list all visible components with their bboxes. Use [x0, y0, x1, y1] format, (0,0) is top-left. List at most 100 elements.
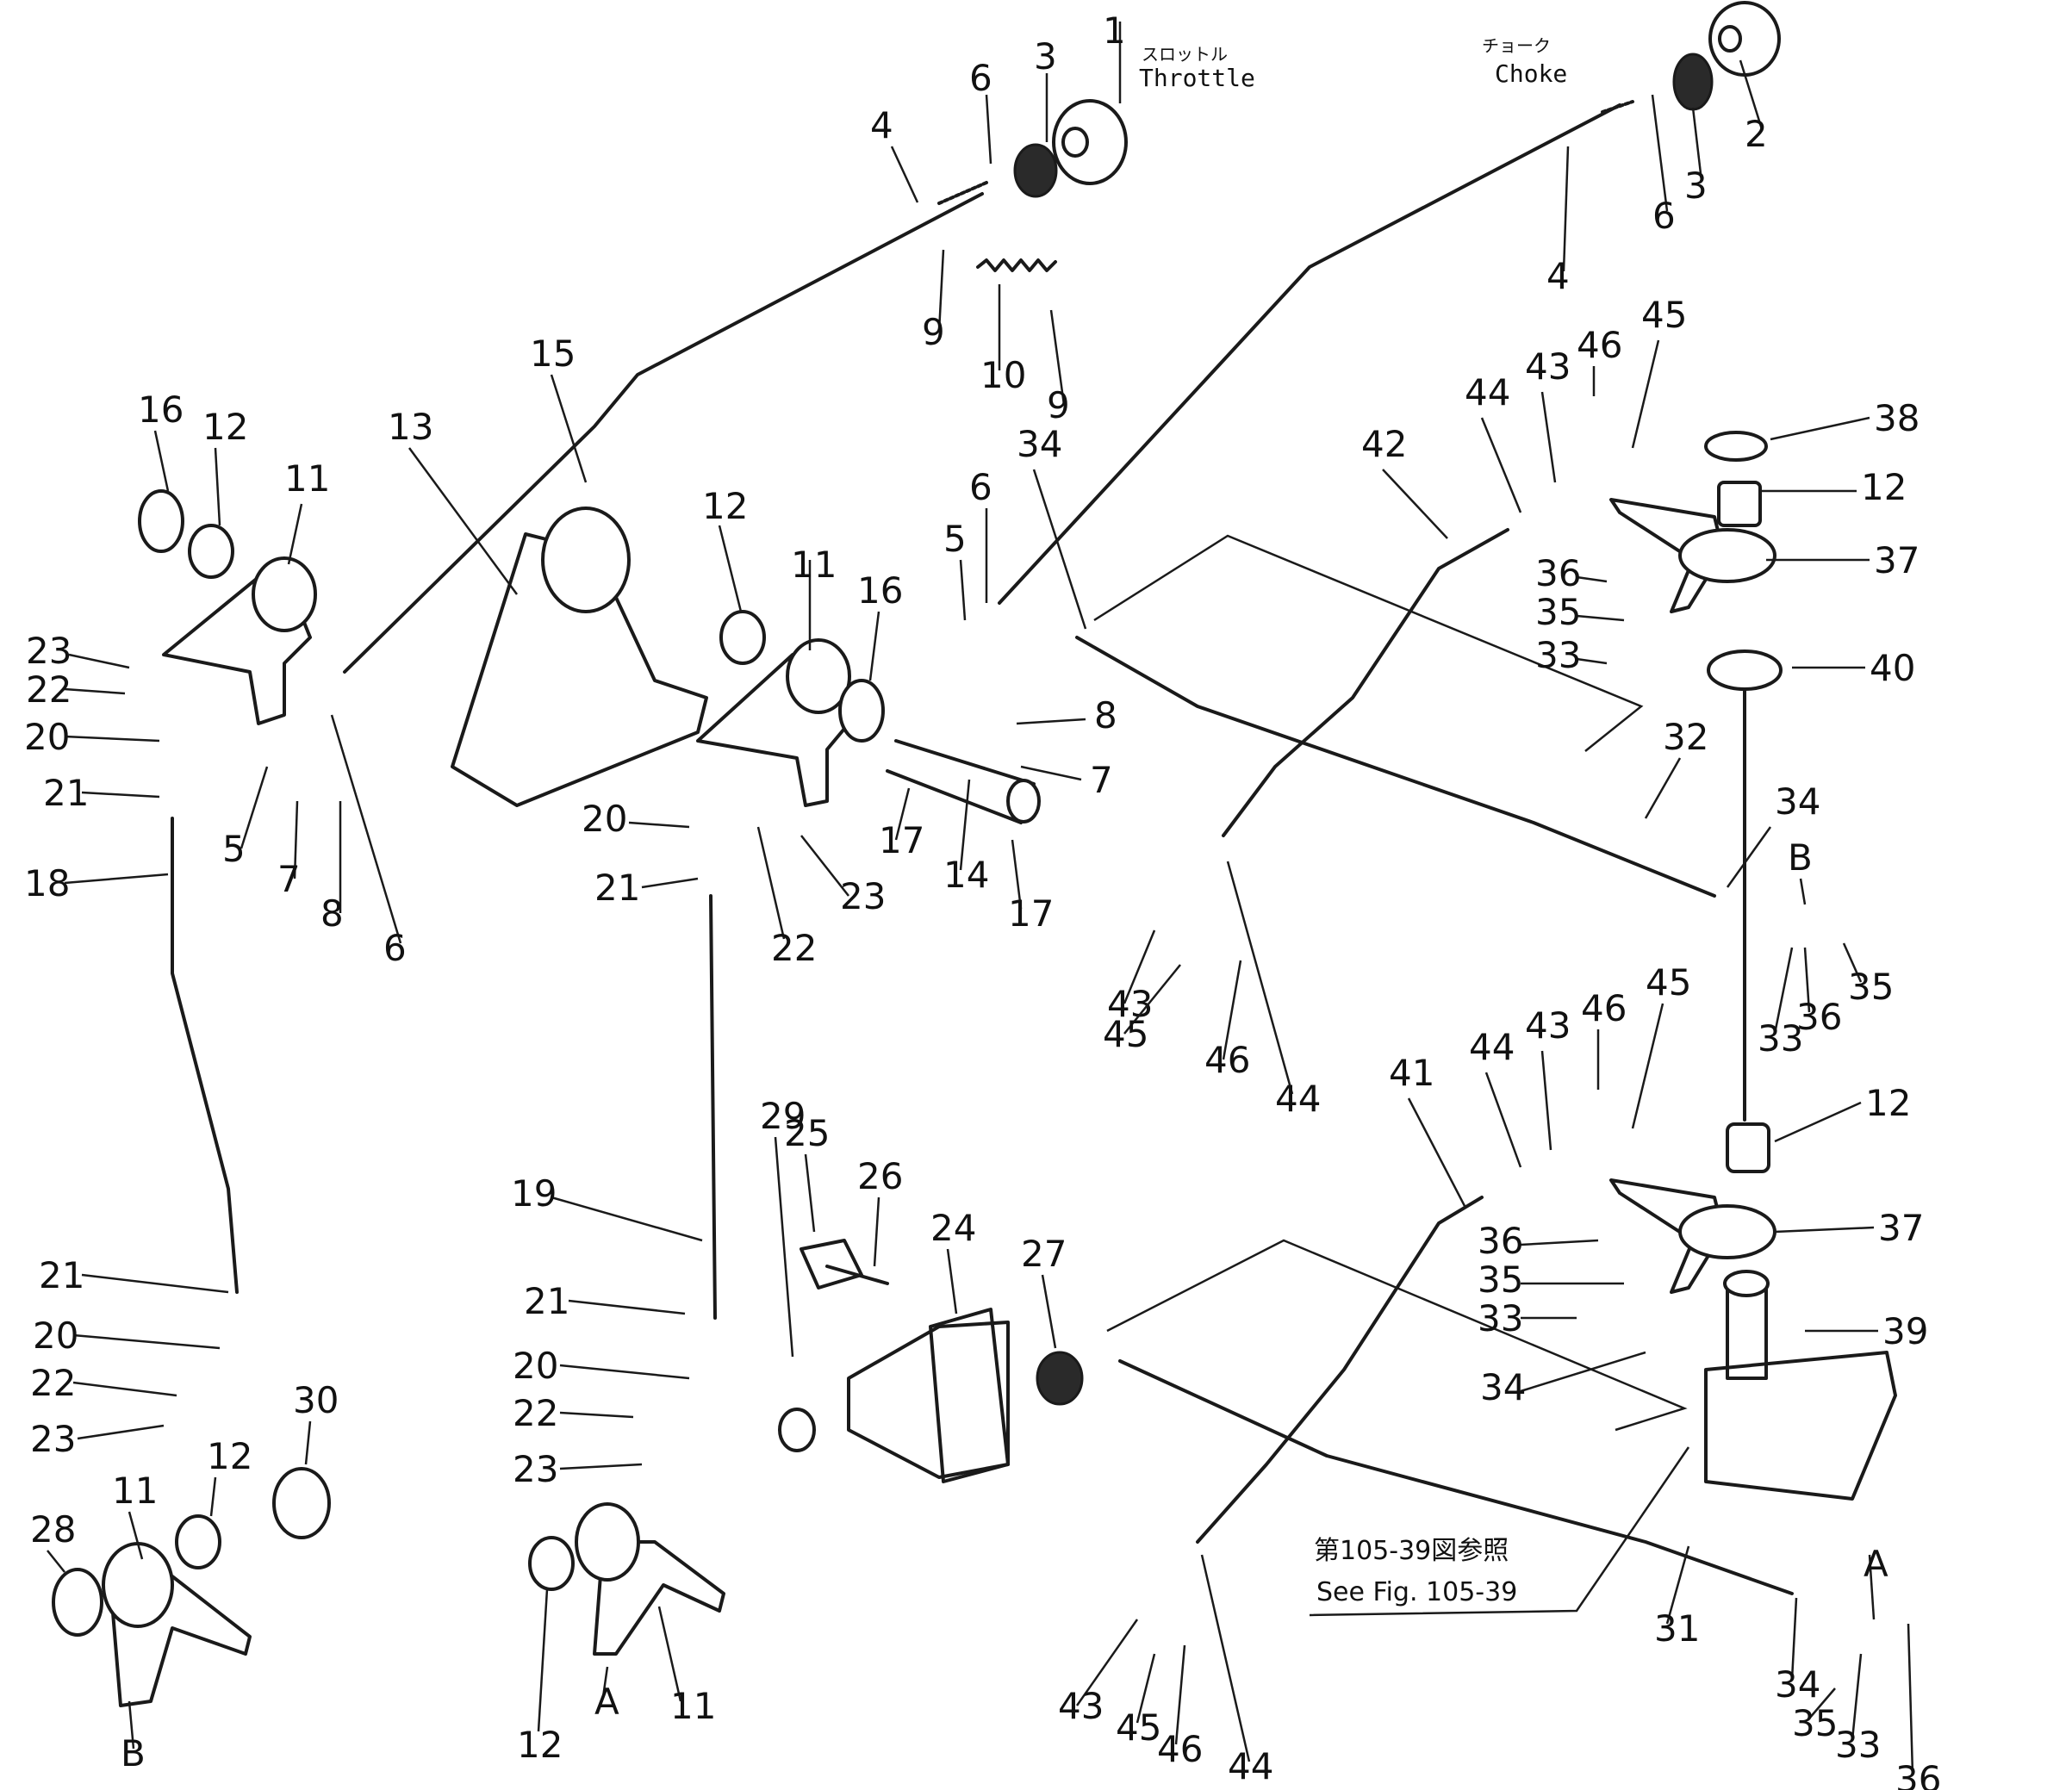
callout-c42: 42 [1361, 423, 1448, 539]
shaft-end [1006, 779, 1041, 824]
callout-number: 21 [39, 1254, 84, 1296]
callout-cBb: B [1788, 836, 1813, 905]
callout-number: 43 [1058, 1685, 1104, 1727]
callout-number: 7 [1090, 759, 1113, 801]
callout-c35a: 35 [1535, 591, 1625, 633]
callout-c28: 28 [30, 1508, 76, 1573]
callout-c11d: 11 [657, 1606, 716, 1727]
callout-c35c: 35 [1478, 1259, 1624, 1301]
callout-c36b: 36 [1796, 947, 1842, 1038]
callout-number: 46 [1581, 987, 1627, 1029]
callout-number: 20 [24, 716, 70, 758]
callout-leader [1799, 878, 1807, 905]
throttle-label-en: Throttle [1139, 64, 1255, 92]
callout-number: 22 [30, 1362, 76, 1404]
callout-number: 38 [1874, 397, 1920, 439]
callout-number: 30 [293, 1379, 339, 1421]
callout-leader [985, 94, 992, 165]
callout-c14: 14 [943, 779, 989, 896]
callout-c3a: 3 [1034, 35, 1057, 142]
callout-leader [1407, 1097, 1466, 1207]
callout-leader [804, 1153, 816, 1233]
callout-number: 9 [1047, 384, 1070, 426]
callout-number: 23 [513, 1448, 558, 1490]
callout-c43c: 43 [1525, 1004, 1571, 1151]
lever-37-upper [1609, 498, 1725, 613]
callout-leader [304, 1420, 312, 1465]
ref-outline-lower [1106, 1239, 1688, 1432]
callout-number: 46 [1157, 1728, 1203, 1770]
callout-number: 12 [202, 406, 248, 448]
callout-leader [1480, 417, 1522, 513]
callout-number: 4 [1546, 255, 1570, 297]
callout-leader [1790, 1597, 1798, 1681]
callout-number: A [594, 1681, 619, 1723]
callout-c23d: 23 [513, 1448, 643, 1490]
callout-number: 21 [524, 1280, 569, 1322]
choke-rod-thread [1601, 100, 1634, 114]
callout-c32: 32 [1644, 716, 1708, 819]
callout-number: 44 [1465, 371, 1510, 413]
callout-leader [1774, 1101, 1862, 1143]
callout-c23a: 23 [26, 630, 130, 672]
callout-number: 22 [771, 927, 817, 969]
callout-number: 4 [870, 104, 893, 146]
callout-number: 36 [1478, 1220, 1523, 1262]
callout-leader [1808, 1687, 1836, 1719]
bushing-12-right-lower [1726, 1122, 1770, 1173]
callout-number: 43 [1525, 345, 1571, 388]
callout-leader [47, 1550, 65, 1573]
bolt-25 [800, 1239, 889, 1290]
callout-number: 9 [922, 311, 945, 353]
callout-number: 19 [511, 1172, 557, 1215]
callout-leader [1123, 929, 1156, 1004]
callout-leader [559, 1364, 690, 1380]
callout-number: 41 [1389, 1052, 1434, 1094]
callout-c21c: 21 [39, 1254, 229, 1296]
callout-leader [1174, 1644, 1186, 1745]
callout-leader [240, 766, 269, 849]
bushing-12c [175, 1514, 221, 1569]
callout-c3b: 3 [1684, 107, 1708, 207]
callout-leader [1540, 391, 1557, 483]
callout-leader [1631, 1003, 1664, 1129]
callout-leader [1049, 309, 1066, 406]
callout-number: 32 [1663, 716, 1708, 758]
callout-number: 6 [1652, 195, 1676, 237]
callout-number: 43 [1107, 983, 1153, 1025]
callout-number: 40 [1870, 647, 1915, 689]
lever-lower-left-boss [102, 1542, 174, 1628]
callout-layer: 1233445566667788991011111111121212121212… [24, 9, 1941, 1790]
callout-number: 5 [943, 518, 967, 560]
callout-c16a: 16 [138, 388, 184, 492]
callout-leader [128, 1700, 135, 1750]
throttle-rod [343, 192, 984, 674]
shaft [886, 739, 1036, 824]
callout-number: 37 [1878, 1207, 1924, 1249]
callout-c8a: 8 [320, 801, 344, 935]
bushing-12b [719, 610, 766, 665]
callout-c43d: 43 [1058, 1619, 1139, 1727]
callout-leader [81, 791, 160, 799]
callout-c12f: 12 [517, 1588, 563, 1766]
callout-leader [894, 787, 911, 841]
callout-leader [559, 1411, 634, 1419]
callout-number: 46 [1577, 324, 1622, 366]
callout-c20d: 20 [513, 1345, 690, 1387]
throttle-label-jp: スロットル [1142, 44, 1228, 65]
callout-leader [1020, 765, 1082, 781]
callout-number: 35 [1478, 1259, 1523, 1301]
parts-drawing [52, 1, 1897, 1707]
callout-number: 29 [760, 1095, 806, 1137]
callout-c16b: 16 [857, 569, 903, 681]
callout-c22c: 22 [30, 1362, 177, 1404]
callout-leader [601, 1666, 609, 1698]
callout-leader [1200, 1554, 1251, 1762]
callout-number: 33 [1758, 1017, 1803, 1060]
callout-number: 16 [857, 569, 903, 612]
callout-c22d: 22 [513, 1392, 634, 1434]
callout-c44a: 44 [1465, 371, 1522, 513]
callout-c18: 18 [24, 862, 169, 904]
callout-c44b: 44 [1226, 861, 1321, 1120]
callout-leader [641, 877, 699, 889]
